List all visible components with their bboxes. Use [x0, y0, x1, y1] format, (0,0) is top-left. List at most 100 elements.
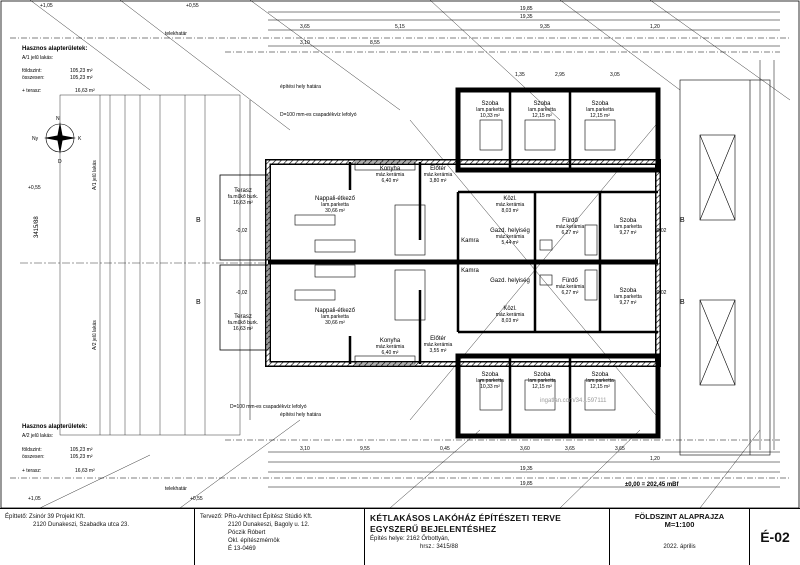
interior-partitions [348, 90, 658, 436]
svg-text:9,55: 9,55 [360, 446, 370, 452]
svg-text:máz.kerámia: máz.kerámia [376, 344, 405, 350]
designer-address: 2120 Dunakeszi, Bagoly u. 12. [228, 522, 310, 528]
unit-a2-label: A/2 jelű lakás [92, 320, 98, 350]
svg-text:3,65: 3,65 [300, 24, 310, 30]
svg-text:3,10: 3,10 [300, 40, 310, 46]
svg-text:Gazd. helyiség: Gazd. helyiség [490, 228, 530, 234]
svg-text:máz.kerámia: máz.kerámia [556, 284, 585, 290]
svg-text:10,33 m²: 10,33 m² [480, 384, 500, 390]
svg-text:-0,02: -0,02 [236, 228, 248, 234]
svg-text:3,10: 3,10 [300, 446, 310, 452]
svg-text:12,15 m²: 12,15 m² [590, 113, 610, 119]
svg-text:9,27 m²: 9,27 m² [620, 230, 637, 236]
svg-text:fa.műkő burk.: fa.műkő burk. [228, 194, 258, 200]
terraces [219, 174, 269, 351]
svg-text:máz.kerámia: máz.kerámia [424, 172, 453, 178]
svg-text:Kamra: Kamra [461, 238, 479, 244]
svg-text:D=100 mm-es csapadékvíz lefoly: D=100 mm-es csapadékvíz lefolyó [280, 112, 357, 118]
svg-text:Terasz: Terasz [234, 314, 252, 320]
svg-text:Szoba: Szoba [619, 218, 637, 224]
svg-text:építési hely határa: építési hely határa [280, 412, 321, 418]
svg-text:D: D [58, 159, 62, 165]
svg-text:Terasz: Terasz [234, 188, 252, 194]
designer-cell: Tervező: PRo-Architect Építész Stúdió Kf… [195, 509, 365, 565]
svg-text:6,40 m²: 6,40 m² [382, 178, 399, 184]
svg-text:+ terasz:: + terasz: [22, 88, 41, 94]
builder-label: Építtető: [5, 514, 28, 520]
svg-text:19,35: 19,35 [520, 466, 533, 472]
svg-text:16,63 m²: 16,63 m² [233, 326, 253, 332]
svg-text:lam.parketta: lam.parketta [586, 107, 614, 113]
svg-text:16,63 m²: 16,63 m² [233, 200, 253, 206]
svg-text:Szoba: Szoba [481, 372, 499, 378]
north-arrow-icon: N K D Ny [32, 116, 82, 165]
boundary-labels: telekhatár telekhatár építési hely határ… [165, 31, 357, 492]
svg-text:telekhatár: telekhatár [165, 486, 187, 492]
svg-text:máz.kerámia: máz.kerámia [496, 312, 525, 318]
lot-boundary [10, 37, 790, 479]
designer-label: Tervező: [200, 514, 223, 520]
svg-text:földszint:: földszint: [22, 68, 42, 74]
svg-text:0,45: 0,45 [440, 446, 450, 452]
svg-text:12,15 m²: 12,15 m² [532, 113, 552, 119]
area-block-a1: Hasznos alapterületek: A/1 jelű lakás: f… [22, 46, 95, 94]
svg-text:N: N [56, 116, 60, 122]
level-marks: -0,02 -0,02 -0,02 -0,02 [236, 228, 667, 296]
svg-text:8,03 m²: 8,03 m² [502, 318, 519, 324]
designer-firm: PRo-Architect Építész Stúdió Kft. [224, 514, 313, 520]
svg-text:lam.parketta: lam.parketta [476, 378, 504, 384]
svg-text:lam.parketta: lam.parketta [528, 107, 556, 113]
svg-text:Szoba: Szoba [481, 101, 499, 107]
sheet-title: KÉTLAKÁSOS LAKÓHÁZ ÉPÍTÉSZETI TERVE EGYS… [370, 513, 562, 534]
lot-number-label: 3415/88 [34, 216, 40, 238]
svg-text:Fürdő: Fürdő [562, 278, 578, 284]
svg-text:Előtér: Előtér [430, 336, 446, 342]
svg-text:-0,02: -0,02 [236, 290, 248, 296]
svg-text:19,85: 19,85 [520, 481, 533, 487]
title-block: Építtető: Zsinór 39 Projekt Kft. 2120 Du… [0, 508, 800, 565]
level-note: ±0,00 = 202,45 mBf [625, 482, 679, 488]
svg-text:30,66 m²: 30,66 m² [325, 320, 345, 326]
svg-text:Szoba: Szoba [591, 372, 609, 378]
svg-text:16,63 m²: 16,63 m² [75, 88, 95, 94]
svg-text:105,23 m²: 105,23 m² [70, 75, 93, 81]
svg-text:-0,02: -0,02 [655, 290, 667, 296]
designer-license: É 13-0469 [228, 546, 256, 552]
plan-title: FÖLDSZINT ALAPRAJZA [634, 512, 725, 521]
svg-text:9,35: 9,35 [540, 24, 550, 30]
svg-text:Kamra: Kamra [461, 268, 479, 274]
building-walls [265, 87, 661, 439]
svg-text:3,65: 3,65 [565, 446, 575, 452]
svg-text:lam.parketta: lam.parketta [321, 202, 349, 208]
svg-text:Szoba: Szoba [533, 372, 551, 378]
svg-text:+0,55: +0,55 [28, 185, 41, 191]
svg-text:3,55 m²: 3,55 m² [430, 348, 447, 354]
builder-cell: Építtető: Zsinór 39 Projekt Kft. 2120 Du… [0, 509, 195, 565]
svg-text:1,35: 1,35 [515, 72, 525, 78]
svg-text:lam.parketta: lam.parketta [586, 378, 614, 384]
svg-text:2,95: 2,95 [555, 72, 565, 78]
svg-text:lam.parketta: lam.parketta [476, 107, 504, 113]
svg-text:Közl.: Közl. [503, 306, 517, 312]
svg-text:9,27 m²: 9,27 m² [620, 300, 637, 306]
svg-text:12,15 m²: 12,15 m² [532, 384, 552, 390]
room-label: Gazd. helyiség [490, 278, 530, 284]
area-block-a2: Hasznos alapterületek: A/2 jelű lakás: f… [22, 424, 95, 474]
svg-text:Szoba: Szoba [619, 288, 637, 294]
svg-text:3,05: 3,05 [610, 72, 620, 78]
svg-text:lam.parketta: lam.parketta [614, 224, 642, 230]
sheet-number: É-02 [760, 529, 790, 545]
